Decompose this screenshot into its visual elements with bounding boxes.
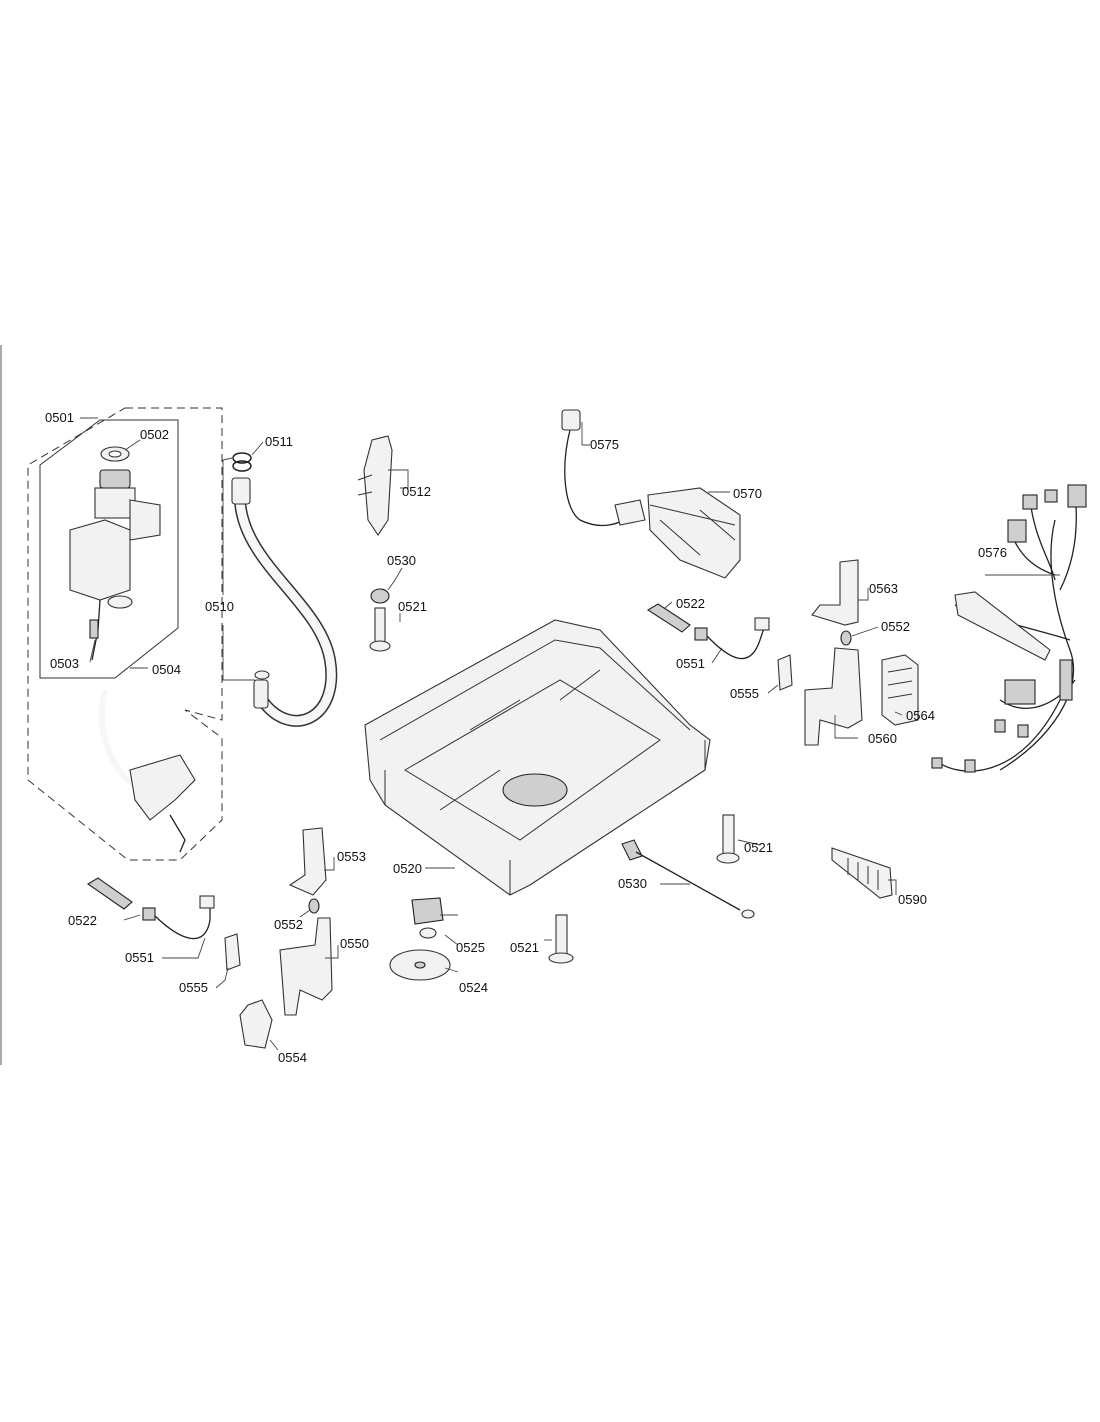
label-0550: 0550 — [340, 936, 369, 951]
label-0530-top: 0530 — [387, 553, 416, 568]
label-0551-right: 0551 — [676, 656, 705, 671]
subassembly-0502-box — [39, 419, 179, 679]
label-0575: 0575 — [590, 437, 619, 452]
spring-0522-right — [646, 603, 691, 633]
label-0502: 0502 — [140, 427, 169, 442]
label-0552-right: 0552 — [881, 619, 910, 634]
clip-0512 — [357, 435, 393, 536]
clip-0564 — [881, 654, 919, 726]
sensor-0551-left — [142, 895, 215, 940]
clip-0525 — [411, 897, 444, 939]
sensor-0551-right — [694, 617, 770, 660]
nut-0530 — [370, 588, 390, 604]
label-0564: 0564 — [906, 708, 935, 723]
label-0590: 0590 — [898, 892, 927, 907]
label-0520: 0520 — [393, 861, 422, 876]
label-0521-bottom: 0521 — [510, 940, 539, 955]
bracket-0553 — [288, 827, 327, 896]
clip-0554 — [239, 999, 273, 1049]
inlet-hose-0504 — [98, 689, 196, 853]
label-0560: 0560 — [868, 731, 897, 746]
screw-0521-bottom — [548, 914, 574, 964]
label-0501: 0501 — [45, 410, 74, 425]
label-0570: 0570 — [733, 486, 762, 501]
label-0511: 0511 — [265, 434, 293, 449]
label-0510: 0510 — [205, 599, 234, 614]
label-0525: 0525 — [456, 940, 485, 955]
hose-ring — [254, 670, 270, 680]
hose-clamp-0511 — [232, 452, 252, 472]
power-cord-0575 — [561, 409, 646, 527]
base-tub-0520 — [364, 619, 711, 896]
wiring-harness-0576 — [931, 484, 1087, 773]
screw-0521-middle — [716, 814, 740, 864]
label-0554: 0554 — [278, 1050, 307, 1065]
screw-0521-top — [369, 607, 391, 652]
leader-lines — [80, 417, 1060, 1051]
filter-0590 — [831, 847, 893, 899]
spring-0522-left — [86, 877, 133, 910]
control-module-0570 — [647, 487, 741, 579]
label-0552-left: 0552 — [274, 917, 303, 932]
sensor-cable-0530 — [621, 839, 755, 919]
label-0530-bottom: 0530 — [618, 876, 647, 891]
bracket-0563 — [811, 559, 859, 626]
label-0563: 0563 — [869, 581, 898, 596]
label-0521-middle: 0521 — [744, 840, 773, 855]
hinge-bracket-0550 — [279, 917, 333, 1016]
label-0555-left: 0555 — [179, 980, 208, 995]
clip-0552-right — [840, 630, 852, 646]
assembly-0501-outline — [27, 407, 223, 861]
disc-0524 — [389, 949, 451, 981]
label-0576: 0576 — [978, 545, 1007, 560]
label-0504: 0504 — [152, 662, 181, 677]
inlet-valve-0503 — [69, 469, 161, 661]
label-0553: 0553 — [337, 849, 366, 864]
label-0522-left: 0522 — [68, 913, 97, 928]
seal-ring-0502 — [100, 446, 130, 462]
clip-0555-left — [224, 933, 241, 971]
label-0522-right: 0522 — [676, 596, 705, 611]
hinge-bracket-0560 — [804, 647, 863, 746]
label-0512: 0512 — [402, 484, 431, 499]
clip-0555-right — [777, 654, 793, 691]
label-0551-left: 0551 — [125, 950, 154, 965]
label-0524: 0524 — [459, 980, 488, 995]
drain-hose-0510 — [231, 477, 338, 727]
clip-0552-left — [308, 898, 320, 914]
label-0521-top: 0521 — [398, 599, 427, 614]
label-0555-right: 0555 — [730, 686, 759, 701]
label-0503: 0503 — [50, 656, 79, 671]
